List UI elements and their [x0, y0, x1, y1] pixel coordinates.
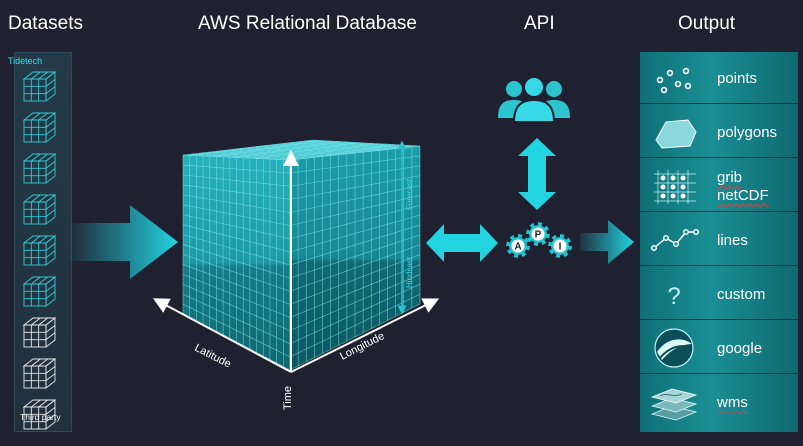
output-row-lines: lines: [640, 214, 798, 266]
time-axis-label: Time: [282, 385, 294, 410]
scatter-points-icon: [656, 67, 692, 94]
datasets-to-database-arrow: [70, 205, 178, 279]
output-header: Output: [678, 13, 736, 34]
tidetech-dataset-cube: [22, 235, 57, 266]
output-panel: points polygons grib netCDF: [640, 52, 798, 432]
output-row-points: points: [640, 52, 798, 104]
database-header: AWS Relational Database: [198, 13, 417, 34]
output-label-wms: wms: [717, 394, 748, 412]
output-label-points: points: [717, 70, 758, 87]
netcdf-text: netCDF: [717, 187, 769, 204]
output-label-google: google: [717, 340, 763, 357]
line-chart-icon: [651, 228, 700, 252]
output-label-custom: custom: [717, 286, 766, 303]
users-icon: [498, 76, 570, 123]
tidetech-label: Tidetech: [8, 56, 43, 66]
datasets-header: Datasets: [8, 13, 83, 34]
api-gear-letter: A: [514, 242, 521, 253]
tidetech-dataset-cube: [22, 112, 57, 143]
question-mark-icon: ?: [667, 283, 680, 310]
grid-dots-icon: [654, 170, 696, 204]
output-label-lines: lines: [717, 232, 748, 249]
tidetech-dataset-cube: [22, 194, 57, 225]
output-row-grib: grib netCDF: [640, 160, 798, 212]
output-row-wms: wms: [640, 376, 798, 428]
tidetech-dataset-cube: [22, 153, 57, 184]
output-label-polygons: polygons: [717, 124, 778, 141]
output-row-polygons: polygons: [640, 106, 798, 158]
tidetech-dataset-cube: [22, 71, 57, 102]
tidetech-dataset-cube: [22, 276, 57, 307]
third-party-label: Third party: [20, 412, 61, 422]
output-label-grib: grib netCDF: [717, 169, 769, 205]
api-gear-letter: I: [559, 242, 562, 253]
api-to-output-arrow: [580, 220, 634, 264]
users-api-double-arrow: [518, 138, 556, 210]
output-row-google: google: [640, 322, 798, 374]
third-party-dataset-cube: [22, 317, 57, 348]
api-header: API: [524, 13, 555, 34]
polygon-icon: [655, 119, 697, 149]
map-layers-icon: [650, 388, 698, 421]
forecast-label: Forecast: [405, 178, 414, 210]
database-api-double-arrow: [426, 224, 498, 262]
database-cube: [182, 139, 421, 371]
grib-text: grib: [717, 169, 743, 186]
output-row-custom: ? custom: [640, 268, 798, 320]
svg-text:?: ?: [667, 283, 680, 310]
api-gear-letter: P: [535, 230, 542, 241]
third-party-dataset-cube: [22, 399, 57, 430]
api-gears-icon: A P I: [506, 222, 572, 258]
third-party-dataset-cube: [22, 358, 57, 389]
wms-text: wms: [717, 394, 748, 411]
hindcast-label: Hindcast: [405, 256, 414, 288]
google-earth-icon: [654, 328, 694, 368]
